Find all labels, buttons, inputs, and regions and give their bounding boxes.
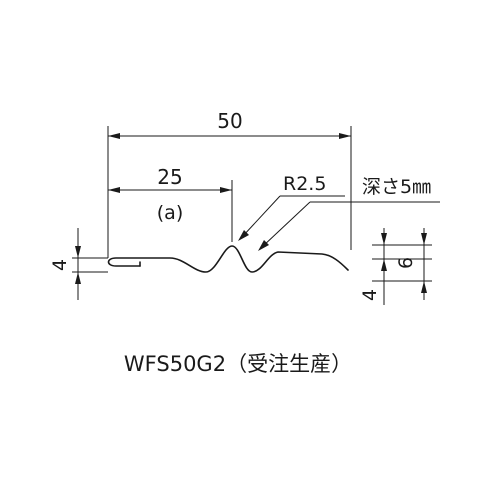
radius-leader: R2.5	[238, 173, 345, 241]
dimension-overall-width: 50	[108, 109, 351, 139]
dim-radius-label: R2.5	[283, 173, 326, 195]
dim-overall-width-label: 50	[217, 109, 242, 133]
product-caption: WFS50G2（受注生産）	[124, 352, 352, 376]
dim-half-width-label: 25	[157, 165, 182, 189]
dim-depth-label: 深さ5㎜	[362, 176, 431, 198]
dim-right-height-upper-label: 6	[395, 257, 417, 269]
profile-shape	[107, 245, 349, 273]
dim-half-width-note: (a)	[157, 202, 183, 224]
dimension-right-height: 6 4	[359, 228, 432, 305]
depth-leader: 深さ5㎜	[258, 176, 440, 251]
dim-right-height-lower-label: 4	[359, 289, 381, 301]
dimension-left-height: 4	[49, 228, 108, 300]
dimension-half-width: 25 (a)	[108, 165, 232, 224]
dim-left-height-label: 4	[49, 259, 71, 271]
